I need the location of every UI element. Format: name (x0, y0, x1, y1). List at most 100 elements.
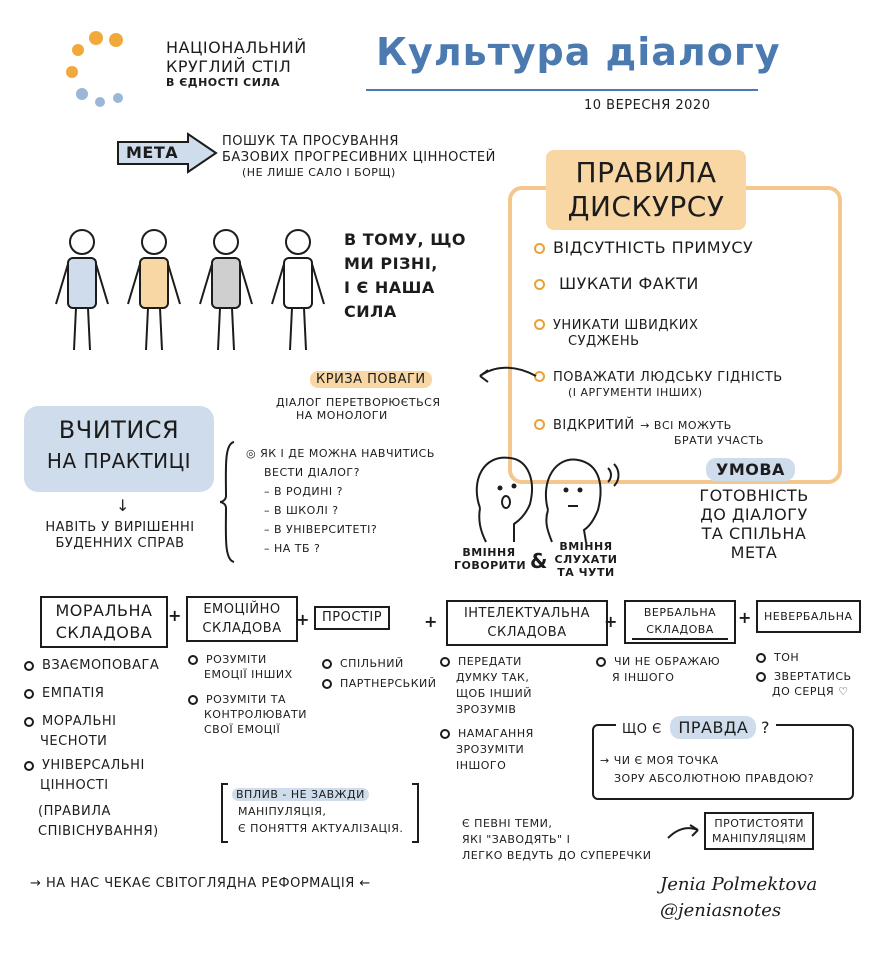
org-slogan: В ЄДНОСТІ СИЛА (166, 76, 281, 89)
emo-line-2: СКЛАДОВА (202, 621, 282, 636)
org-line-1: НАЦІОНАЛЬНИЙ (166, 38, 307, 57)
down-arrow-icon: ↓ (116, 496, 130, 515)
people-illustration (55, 229, 325, 351)
verbal-line-1: ВЕРБАЛЬНА (643, 606, 717, 619)
org-line-2: КРУГЛИЙ СТІЛ (166, 57, 292, 76)
logo-dots-icon (66, 31, 123, 107)
influence-line-2: МАНІПУЛЯЦІЯ, (238, 805, 327, 818)
moral-line-1: МОРАЛЬНА (55, 601, 153, 620)
emotional-component: ЕМОЦІЙНО СКЛАДОВА (186, 596, 298, 642)
practice-line-1: ВЧИТИСЯ (58, 416, 180, 444)
list-item: СПІЛЬНИЙ (322, 654, 437, 674)
logo (62, 28, 142, 108)
verbal-component: ВЕРБАЛЬНА СКЛАДОВА (624, 600, 736, 644)
practice-questions: ◎ ЯК І ДЕ МОЖНА НАВЧИТИСЬ ВЕСТИ ДІАЛОГ? … (246, 444, 435, 558)
condition-line-4: МЕТА (730, 543, 778, 562)
rule-item: ПОВАЖАТИ ЛЮДСЬКУ ГІДНІСТЬ(І АРГУМЕНТИ ІН… (534, 366, 783, 414)
truth-line-2: ЗОРУ АБСОЛЮТНОЮ ПРАВДОЮ? (614, 772, 815, 785)
arrow-tag-icon (117, 132, 218, 174)
moral-component: МОРАЛЬНА СКЛАДОВА (40, 596, 168, 648)
plus-sign: + (296, 610, 310, 629)
skill-listen-2: СЛУХАТИ (554, 553, 618, 566)
goal-line-3: (НЕ ЛИШЕ САЛО І БОРЩ) (242, 166, 396, 179)
practice-q-5: – В УНІВЕРСИТЕТІ? (264, 523, 378, 536)
condition-label: УМОВА (706, 458, 795, 481)
intel-line-1: ІНТЕЛЕКТУАЛЬНА (463, 606, 591, 621)
condition-line-2: ДО ДІАЛОГУ (700, 505, 808, 524)
bracket-right-icon (412, 783, 419, 843)
signature-name: Jenia Polmektova (660, 874, 818, 895)
curved-arrow-icon (479, 366, 537, 383)
condition-text: ГОТОВНІСТЬ ДО ДІАЛОГУ ТА СПІЛЬНА МЕТА (692, 486, 816, 562)
topics-text: Є ПЕВНІ ТЕМИ, ЯКІ "ЗАВОДЯТЬ" І ЛЕГКО ВЕД… (462, 816, 651, 864)
diversity-line-3: І Є НАША (344, 278, 435, 297)
goal-line-1: ПОШУК ТА ПРОСУВАННЯ (222, 134, 399, 149)
truth-header: ЩО Є ПРАВДА ? (616, 716, 776, 739)
practice-q-1: ◎ ЯК І ДЕ МОЖНА НАВЧИТИСЬ (246, 447, 435, 460)
resist-line-2: МАНІПУЛЯЦІЯМ (712, 832, 807, 845)
rules-title: ПРАВИЛА ДИСКУРСУ (546, 150, 746, 230)
crisis-text: ДІАЛОГ ПЕРЕТВОРЮЄТЬСЯ НА МОНОЛОГИ (276, 396, 441, 422)
influence-line-3: Є ПОНЯТТЯ АКТУАЛІЗАЦІЯ. (238, 822, 404, 835)
plus-sign: + (168, 606, 182, 625)
person-figure (271, 229, 325, 351)
intel-line-2: СКЛАДОВА (487, 625, 567, 640)
goal-text: ПОШУК ТА ПРОСУВАННЯ БАЗОВИХ ПРОГРЕСИВНИХ… (222, 134, 496, 179)
skill-speak: ВМІННЯ ГОВОРИТИ (454, 546, 526, 572)
person-figure (199, 229, 253, 351)
condition-line-3: ТА СПІЛЬНА (701, 524, 807, 543)
plus-sign: + (738, 608, 752, 627)
rules-list: ВІДСУТНІСТЬ ПРИМУСУ ШУКАТИ ФАКТИ УНИКАТИ… (534, 238, 783, 447)
signature-handle: @jeniasnotes (660, 900, 782, 921)
reformation-text: → НА НАС ЧЕКАЄ СВІТОГЛЯДНА РЕФОРМАЦІЯ ← (30, 876, 371, 891)
intellectual-component: ІНТЕЛЕКТУАЛЬНА СКЛАДОВА (446, 600, 608, 646)
title-underline (366, 89, 758, 91)
skill-listen-3: ТА ЧУТИ (557, 566, 615, 579)
practice-sub-1: НАВІТЬ У ВИРІШЕННІ (45, 520, 195, 535)
truth-line-1: → ЧИ Є МОЯ ТОЧКА (600, 754, 719, 767)
page-title: Культура діалогу (376, 30, 781, 74)
rule-item: ШУКАТИ ФАКТИ (534, 274, 783, 314)
rule-item: ВІДСУТНІСТЬ ПРИМУСУ (534, 238, 783, 274)
truth-qmark: ? (761, 718, 770, 737)
person-figure (127, 229, 181, 351)
person-figure (55, 229, 109, 351)
org-name: НАЦІОНАЛЬНИЙ КРУГЛИЙ СТІЛ В ЄДНОСТІ СИЛА (166, 38, 307, 89)
diversity-line-4: СИЛА (344, 302, 397, 321)
plus-sign: + (424, 612, 438, 631)
rules-title-2: ДИСКУРСУ (567, 190, 725, 223)
skill-speak-1: ВМІННЯ (462, 546, 516, 559)
practice-line-2: НА ПРАКТИЦІ (46, 449, 192, 473)
crisis-label: КРИЗА ПОВАГИ (310, 371, 432, 388)
practice-card: ВЧИТИСЯ НА ПРАКТИЦІ (24, 406, 214, 492)
influence-text: ВПЛИВ - НЕ ЗАВЖДИ МАНІПУЛЯЦІЯ, Є ПОНЯТТЯ… (232, 786, 403, 837)
practice-q-2: ВЕСТИ ДІАЛОГ? (264, 466, 360, 479)
signature: Jenia Polmektova @jeniasnotes (660, 872, 817, 924)
condition-line-1: ГОТОВНІСТЬ (699, 486, 809, 505)
talking-heads-icon (475, 456, 620, 543)
truth-text: → ЧИ Є МОЯ ТОЧКА ЗОРУ АБСОЛЮТНОЮ ПРАВДОЮ… (600, 752, 814, 788)
rules-title-1: ПРАВИЛА (575, 156, 717, 189)
goal-line-2: БАЗОВИХ ПРОГРЕСИВНИХ ЦІННОСТЕЙ (222, 150, 496, 165)
practice-sub: НАВІТЬ У ВИРІШЕННІ БУДЕННИХ СПРАВ (40, 520, 200, 552)
resist-line-1: ПРОТИСТОЯТИ (714, 817, 804, 830)
practice-q-4: – В ШКОЛІ ? (264, 504, 339, 517)
intellectual-list: ПЕРЕДАТИ ДУМКУ ТАК, ЩОБ ІНШИЙ ЗРОЗУМІВ Н… (440, 654, 534, 774)
moral-line-2: СКЛАДОВА (55, 623, 153, 642)
nonverbal-component: НЕВЕРБАЛЬНА (756, 600, 861, 633)
truth-question: ЩО Є (622, 722, 662, 737)
topics-line-1: Є ПЕВНІ ТЕМИ, (462, 817, 553, 830)
diversity-line-1: В ТОМУ, ЩО (344, 230, 466, 249)
practice-q-3: – В РОДИНІ ? (264, 485, 344, 498)
list-item: НАМАГАННЯ ЗРОЗУМІТИ ІНШОГО (440, 726, 534, 774)
list-item: ЕМПАТІЯ (24, 684, 159, 704)
